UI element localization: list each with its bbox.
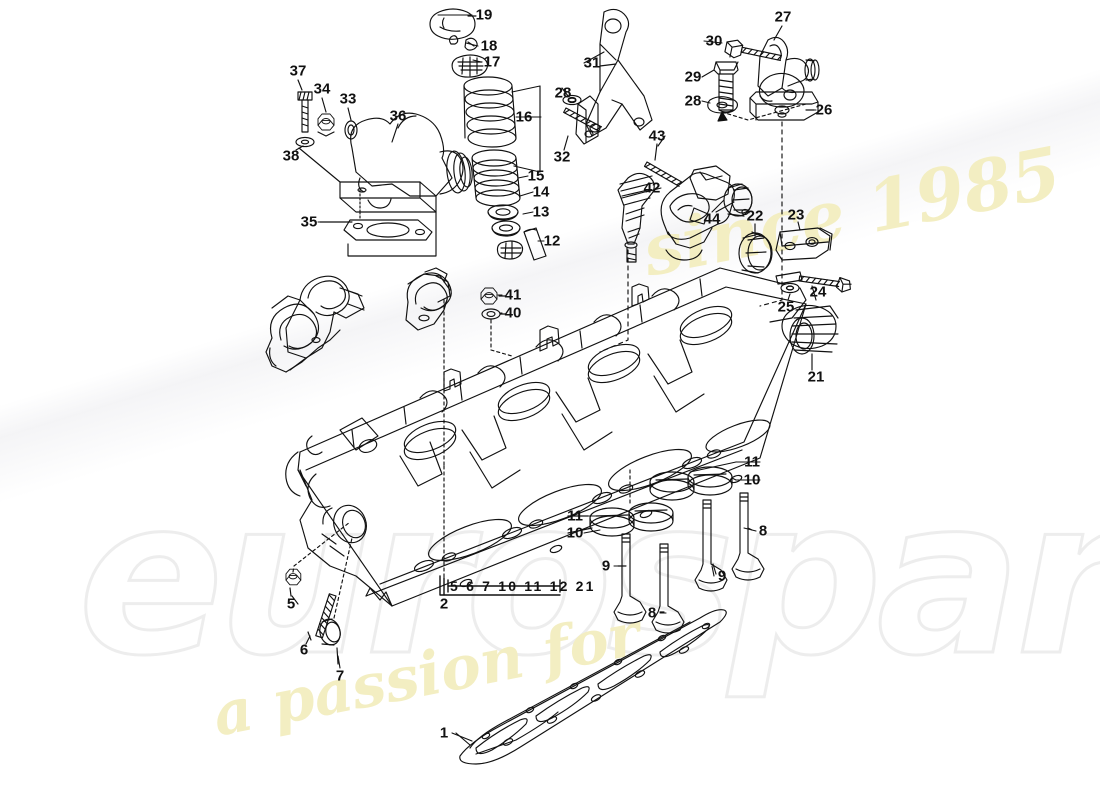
callout-7[interactable]: 7 [335, 667, 345, 685]
lower-left-fasteners [285, 521, 353, 665]
camshaft-bearing-caps [265, 267, 452, 373]
callout-30[interactable]: 30 [705, 32, 723, 50]
rocker-arm-44 [660, 165, 753, 261]
callout-14[interactable]: 14 [532, 183, 550, 201]
bearing-and-plug-group [738, 221, 852, 371]
thermostat-housing-27 [749, 25, 820, 307]
callout-38[interactable]: 38 [282, 147, 300, 165]
callout-24[interactable]: 24 [809, 283, 827, 301]
callout-26[interactable]: 26 [815, 101, 833, 119]
callout-41[interactable]: 41 [504, 286, 522, 304]
callout-31[interactable]: 31 [583, 54, 601, 72]
valves [613, 492, 765, 634]
hydraulic-tappet-42 [599, 143, 683, 353]
fastener-stack-29-30 [707, 39, 807, 122]
callout-43[interactable]: 43 [648, 127, 666, 145]
callout-1[interactable]: 1 [439, 724, 449, 742]
fastener-stack-left [295, 79, 399, 183]
callout-12[interactable]: 12 [543, 232, 561, 250]
callout-40[interactable]: 40 [504, 304, 522, 322]
callout-18[interactable]: 18 [480, 37, 498, 55]
callout-8a[interactable]: 8 [758, 522, 768, 540]
callout-10a[interactable]: 10 [743, 471, 761, 489]
callout-19[interactable]: 19 [475, 6, 493, 24]
callout-6[interactable]: 6 [299, 641, 309, 659]
callout-15[interactable]: 15 [527, 167, 545, 185]
group-bracket-label[interactable]: 2 [439, 595, 449, 613]
callout-42[interactable]: 42 [643, 179, 661, 197]
coolant-elbow-assembly [319, 112, 473, 257]
callout-33[interactable]: 33 [339, 90, 357, 108]
callout-17[interactable]: 17 [483, 53, 501, 71]
callout-9a[interactable]: 9 [601, 557, 611, 575]
callout-29[interactable]: 29 [684, 68, 702, 86]
callout-5[interactable]: 5 [286, 595, 296, 613]
callout-27[interactable]: 27 [774, 8, 792, 26]
valve-spring-caps [567, 461, 737, 537]
callout-11b[interactable]: 11 [567, 507, 583, 525]
group-bracket-2 [439, 299, 561, 596]
callout-16[interactable]: 16 [515, 108, 533, 126]
nut-41-washer-40 [480, 287, 513, 357]
callout-8b[interactable]: 8 [647, 604, 657, 622]
callout-44[interactable]: 44 [703, 210, 721, 228]
valve-spring-stack [429, 8, 547, 261]
callout-21[interactable]: 21 [807, 368, 825, 386]
callout-10b[interactable]: 10 [566, 524, 584, 542]
threaded-plug [781, 304, 839, 355]
callout-34[interactable]: 34 [313, 80, 331, 98]
cylinder-head-casting [285, 267, 807, 607]
callout-28b[interactable]: 28 [684, 92, 702, 110]
head-gasket-1 [455, 609, 727, 765]
lifting-bracket-31 [561, 8, 653, 151]
callout-22[interactable]: 22 [746, 207, 764, 225]
callout-11a[interactable]: 11 [744, 453, 760, 471]
callout-23[interactable]: 23 [787, 206, 805, 224]
callout-25[interactable]: 25 [777, 298, 795, 316]
callout-32[interactable]: 32 [553, 148, 571, 166]
callout-13[interactable]: 13 [532, 203, 550, 221]
callout-28[interactable]: 28 [554, 84, 572, 102]
group-bracket-members: 5 6 7 10 11 12 21 [450, 578, 596, 594]
callout-36[interactable]: 36 [389, 107, 407, 125]
callout-9b[interactable]: 9 [717, 567, 727, 585]
callout-35[interactable]: 35 [300, 213, 318, 231]
leader-lines [291, 14, 817, 742]
callout-37[interactable]: 37 [289, 62, 307, 80]
